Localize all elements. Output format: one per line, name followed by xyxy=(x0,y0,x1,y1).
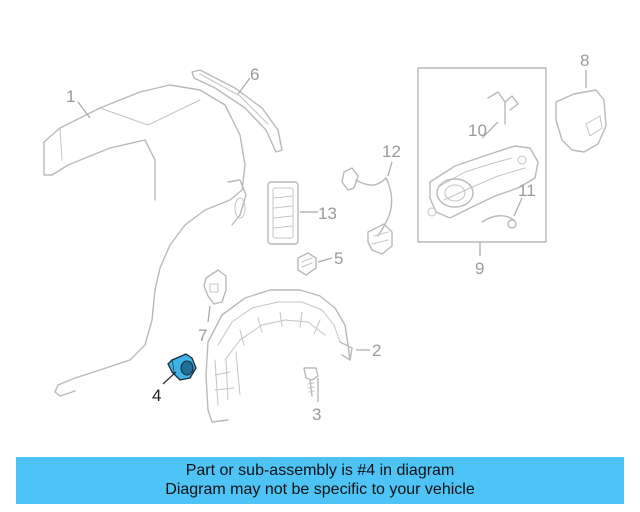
release-cable-part-12 xyxy=(341,167,393,255)
callout-11: 11 xyxy=(518,181,536,200)
banner-line-1: Part or sub-assembly is #4 in diagram xyxy=(185,462,455,479)
callout-7: 7 xyxy=(198,326,207,345)
callout-13: 13 xyxy=(318,204,337,223)
callout-6: 6 xyxy=(250,65,259,84)
banner-line-2: Diagram may not be specific to your vehi… xyxy=(165,481,475,498)
push-clip-part-5 xyxy=(297,252,317,276)
callout-10: 10 xyxy=(468,121,487,140)
quarter-panel-part-1 xyxy=(43,84,247,397)
callout-4: 4 xyxy=(152,386,161,405)
callout-12: 12 xyxy=(382,142,401,161)
garnish-strip-part-6 xyxy=(191,69,283,153)
screw-part-3 xyxy=(303,367,319,397)
callout-3: 3 xyxy=(312,405,321,424)
vent-grille-part-13 xyxy=(267,181,299,245)
fuel-door-part-8 xyxy=(555,89,607,153)
bracket-part-7 xyxy=(203,269,227,305)
callout-5: 5 xyxy=(334,249,343,268)
callout-8: 8 xyxy=(580,51,589,70)
clip-part-4-highlighted xyxy=(167,353,197,381)
fuel-filler-assembly-part-9 xyxy=(417,67,547,243)
wheel-house-liner-part-2 xyxy=(205,289,353,423)
info-banner: Part or sub-assembly is #4 in diagram Di… xyxy=(16,457,624,504)
callout-1: 1 xyxy=(66,87,75,106)
callout-2: 2 xyxy=(372,341,381,360)
callout-9: 9 xyxy=(475,259,484,278)
parts-diagram: 1 6 13 5 7 2 xyxy=(43,51,607,424)
